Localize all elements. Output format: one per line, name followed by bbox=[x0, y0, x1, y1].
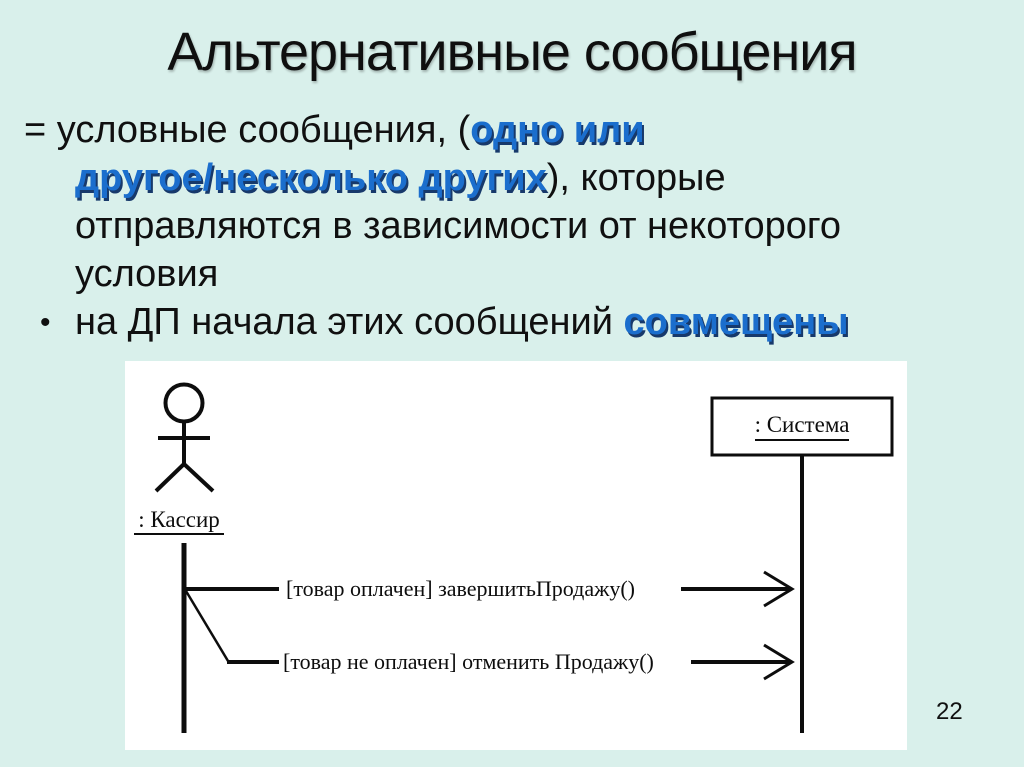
actor-head bbox=[163, 382, 205, 424]
actor-icon bbox=[154, 382, 215, 493]
actor-leg-left bbox=[154, 462, 186, 493]
page-number: 22 bbox=[936, 698, 963, 725]
message-1-label: [товар оплачен] завершитьПродажу() bbox=[286, 576, 635, 601]
system-object-box bbox=[710, 396, 894, 457]
bullet-line: • на ДП начала этих сообщений совмещены bbox=[0, 298, 1024, 347]
body-line-2: другое/несколько других), которые bbox=[0, 154, 1024, 202]
message-2-label: [товар не оплачен] отменить Продажу() bbox=[283, 649, 654, 674]
body-line-2-black: ), которые bbox=[546, 157, 726, 199]
branch-diagonal-connector bbox=[184, 590, 230, 662]
actor-leg-right bbox=[182, 462, 215, 493]
uml-sequence-diagram: : Кассир : Система [товар оплачен] завер… bbox=[125, 361, 907, 750]
slide-title: Альтернативные сообщения bbox=[167, 22, 857, 82]
body-line-3: отправляются в зависимости от некоторого bbox=[75, 205, 842, 247]
message-2-arrowhead-icon bbox=[763, 643, 795, 681]
body-line-2-highlight: другое/несколько других bbox=[75, 157, 547, 199]
body-line-1-black: = условные сообщения, ( bbox=[24, 109, 471, 151]
bullet-line-highlight: совмещены bbox=[623, 301, 849, 343]
bullet-line-black: на ДП начала этих сообщений bbox=[75, 301, 624, 343]
body-line-4: условия bbox=[75, 253, 219, 295]
system-label: : Система bbox=[755, 412, 850, 437]
actor-label: : Кассир bbox=[138, 507, 220, 532]
message-1: [товар оплачен] завершитьПродажу() bbox=[186, 570, 795, 608]
body-line-1: = условные сообщения, (одно или bbox=[0, 106, 1024, 154]
message-1-arrowhead-icon bbox=[763, 570, 795, 608]
message-2: [товар не оплачен] отменить Продажу() bbox=[227, 643, 795, 681]
body-text: = условные сообщения, (одно или другое/н… bbox=[0, 106, 1024, 347]
body-line-1-highlight: одно или bbox=[470, 109, 645, 151]
bullet-icon: • bbox=[40, 306, 51, 339]
